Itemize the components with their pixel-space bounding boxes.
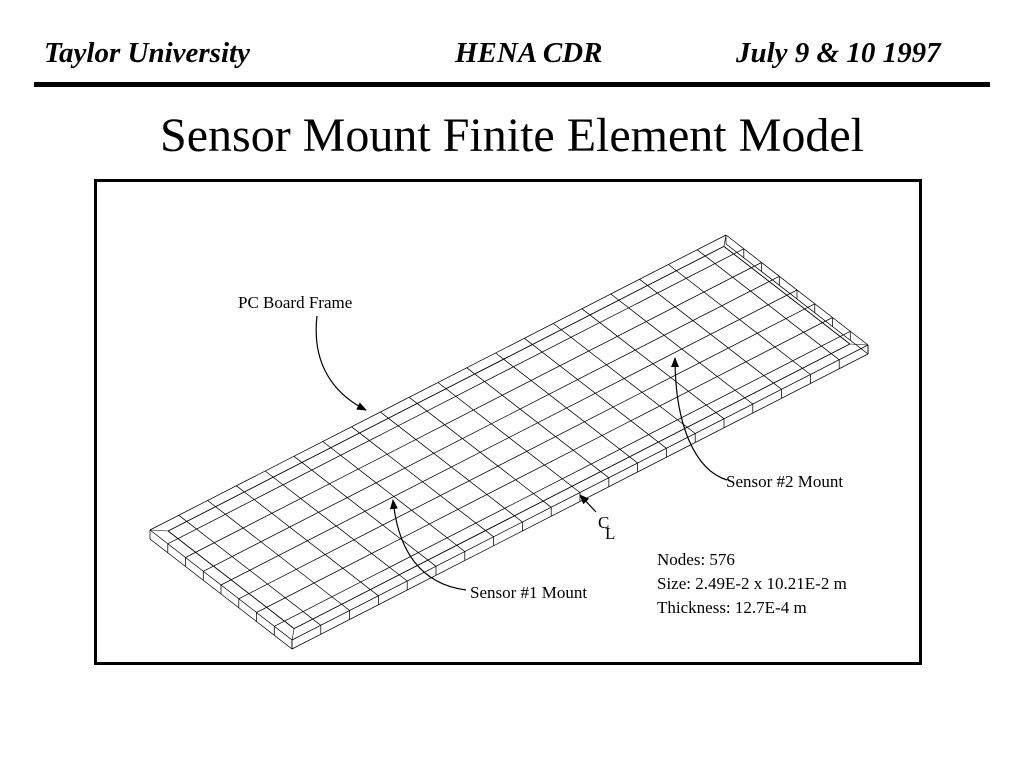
- model-thickness: Thickness: 12.7E-4 m: [657, 598, 807, 617]
- pc-board-frame-edge: [167, 530, 295, 629]
- mesh-cross-line: [380, 411, 523, 523]
- mesh-corner-diagonal: [849, 343, 869, 346]
- figure-frame: [94, 179, 922, 665]
- header-right: July 9 & 10 1997: [736, 37, 941, 69]
- mesh-cross-line: [437, 382, 581, 493]
- header-center: HENA CDR: [455, 37, 603, 69]
- mesh-cross-line: [466, 367, 610, 479]
- mesh-cross-line: [293, 456, 437, 567]
- mesh-cross-line: [264, 470, 408, 582]
- pc-board-frame-edge: [723, 246, 851, 345]
- centerline-l-label: L: [605, 524, 616, 543]
- pc-board-frame-label: PC Board Frame: [238, 293, 353, 312]
- mesh-cross-line: [581, 308, 725, 420]
- pc-board-frame-arrow: [315, 315, 367, 411]
- finite-element-mesh: [149, 234, 869, 650]
- mesh-cross-line: [207, 500, 350, 611]
- slide-title: Sensor Mount Finite Element Model: [160, 109, 864, 162]
- nodes-count: Nodes: 576: [657, 550, 735, 569]
- pc-board-frame-edge: [293, 343, 851, 630]
- header-left: Taylor University: [44, 37, 250, 69]
- sensor2-mount-arrow: [671, 357, 728, 481]
- mesh-corner-diagonal: [149, 529, 169, 532]
- model-stats: Nodes: 576 Size: 2.49E-2 x 10.21E-2 m Th…: [657, 548, 847, 620]
- sensor2-mount-label: Sensor #2 Mount: [726, 472, 844, 491]
- mesh-cross-line: [668, 264, 811, 375]
- mesh-cross-line: [322, 441, 466, 552]
- sensor1-mount-arrow: [389, 499, 467, 591]
- mesh-cross-line: [639, 279, 782, 390]
- header-rule: [34, 82, 990, 87]
- mesh-cross-line: [610, 293, 754, 405]
- mesh-cross-line: [351, 426, 494, 538]
- mesh-cross-line: [552, 323, 696, 434]
- mesh-cross-line: [178, 515, 322, 626]
- mesh-cross-line: [524, 338, 667, 449]
- sensor1-mount-label: Sensor #1 Mount: [470, 583, 588, 602]
- mesh-corner-diagonal: [291, 628, 295, 641]
- mesh-cross-line: [495, 352, 638, 464]
- mesh-cross-line: [408, 397, 552, 508]
- mesh-cross-line: [236, 485, 379, 597]
- centerline-arrow: [579, 494, 597, 513]
- mesh-cross-line: [696, 249, 840, 361]
- pc-board-frame-edge: [167, 245, 725, 532]
- model-size: Size: 2.49E-2 x 10.21E-2 m: [657, 574, 847, 593]
- centerline-c-label: C: [598, 513, 610, 532]
- mesh-corner-diagonal: [723, 234, 727, 247]
